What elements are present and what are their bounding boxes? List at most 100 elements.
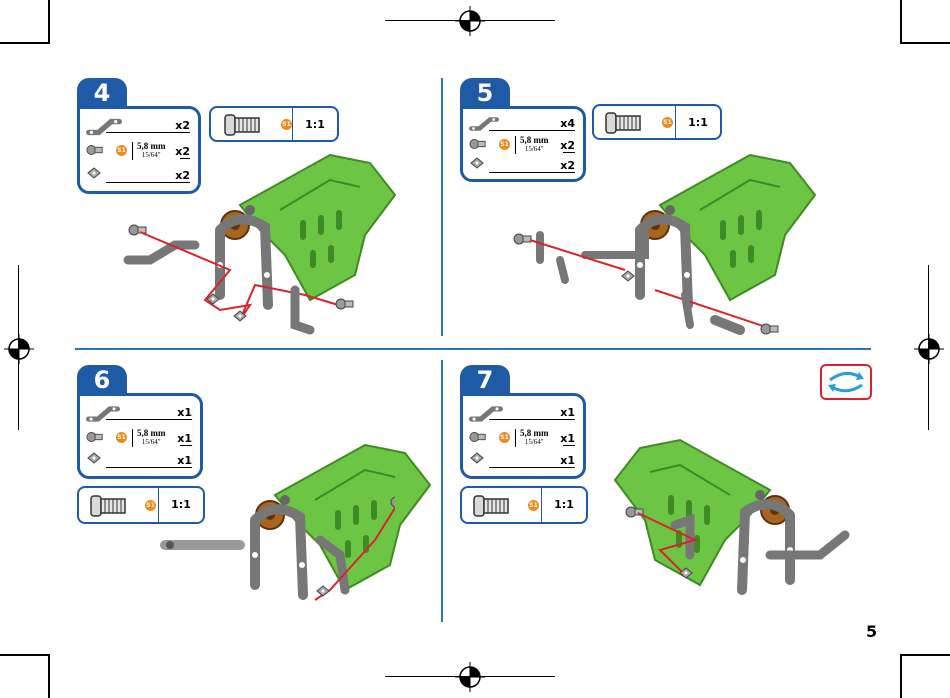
step-number: 5: [460, 78, 510, 108]
bracket-icon: [469, 404, 503, 424]
tool-badge: S1: [662, 117, 673, 128]
screw-icon: [472, 494, 512, 518]
assembly-parts-illustration: [620, 495, 860, 595]
parts-underline: [489, 467, 575, 468]
parts-underline: [489, 172, 575, 173]
parts-row: x1: [80, 450, 200, 472]
tool-badge: S1: [499, 139, 510, 150]
tool-badge: S1: [281, 119, 292, 130]
crop-mark: [900, 654, 902, 698]
part-quantity: x1: [177, 406, 192, 419]
registration-mark-icon: [455, 662, 485, 692]
part-quantity: x2: [560, 139, 575, 152]
reg-line: [928, 265, 929, 430]
crop-mark: [900, 42, 950, 44]
step-number: 4: [77, 78, 127, 108]
screw-icon: [604, 111, 644, 135]
screw-length-in: 15/64": [137, 438, 166, 447]
part-quantity: x1: [560, 406, 575, 419]
parts-underline: [489, 130, 575, 131]
nut-icon: [469, 452, 485, 464]
bracket-icon: [86, 404, 120, 424]
assembly-parts-illustration: [155, 490, 395, 610]
crop-mark: [0, 42, 50, 44]
parts-row: x4: [463, 113, 583, 135]
screw-icon: [223, 113, 263, 137]
parts-row: x2: [80, 115, 198, 137]
screw-length-mm: 5,8 mm: [137, 428, 166, 438]
parts-row: x1: [80, 402, 200, 424]
screw-icon: [86, 430, 104, 444]
nut-icon: [469, 157, 485, 169]
parts-underline: [106, 182, 190, 183]
parts-underline: [563, 152, 575, 153]
step-number: 7: [460, 365, 510, 395]
horizontal-divider: [75, 348, 871, 350]
screw-length-in: 15/64": [520, 438, 549, 447]
crop-mark: [0, 654, 50, 656]
tool-badge: S1: [116, 145, 127, 156]
screw-length-in: 15/64": [137, 151, 166, 160]
assembly-parts-illustration: [120, 215, 370, 335]
nut-icon: [86, 167, 102, 179]
scale-label: 1:1: [541, 488, 586, 522]
tool-badge: S1: [499, 432, 510, 443]
part-quantity: x2: [175, 119, 190, 132]
crop-mark: [48, 0, 50, 44]
screw-length-mm: 5,8 mm: [520, 135, 549, 145]
screw-scale-box: S1 1:1: [460, 486, 588, 524]
screw-length-mm: 5,8 mm: [137, 141, 166, 151]
page-number: 5: [866, 622, 877, 641]
parts-underline: [106, 467, 192, 468]
reg-line: [385, 20, 555, 21]
parts-underline: [106, 132, 190, 133]
screw-length-in: 15/64": [520, 145, 549, 154]
part-quantity: x1: [560, 454, 575, 467]
part-quantity: x1: [560, 432, 575, 445]
scale-label: 1:1: [675, 106, 720, 138]
registration-mark-icon: [455, 6, 485, 36]
registration-mark-icon: [914, 334, 944, 364]
crop-mark: [48, 654, 50, 698]
screw-icon: [89, 494, 129, 518]
assembly-parts-illustration: [505, 220, 795, 340]
crop-mark: [900, 654, 950, 656]
screw-icon: [469, 137, 487, 151]
registration-mark-icon: [4, 334, 34, 364]
reg-line: [18, 265, 19, 430]
tool-badge: S1: [528, 500, 539, 511]
screw-length-mm: 5,8 mm: [520, 428, 549, 438]
nut-icon: [86, 452, 102, 464]
part-quantity: x4: [560, 117, 575, 130]
bracket-icon: [86, 117, 122, 137]
tool-badge: S1: [116, 432, 127, 443]
parts-underline: [563, 445, 575, 446]
rotate-icon: [820, 364, 872, 400]
part-quantity: x1: [177, 432, 192, 445]
parts-underline: [489, 419, 575, 420]
vertical-divider: [441, 78, 443, 336]
parts-row: x1: [463, 402, 583, 424]
screw-icon: [86, 143, 104, 157]
parts-row: x1: [463, 450, 583, 472]
crop-mark: [900, 0, 902, 44]
rotate-arrows-icon: [822, 366, 870, 398]
parts-underline: [180, 445, 192, 446]
part-quantity: x1: [177, 454, 192, 467]
parts-row: x2: [463, 155, 583, 177]
reg-line: [385, 676, 555, 677]
step-number: 6: [77, 365, 127, 395]
parts-underline: [106, 419, 192, 420]
part-quantity: x2: [560, 159, 575, 172]
screw-icon: [469, 430, 487, 444]
